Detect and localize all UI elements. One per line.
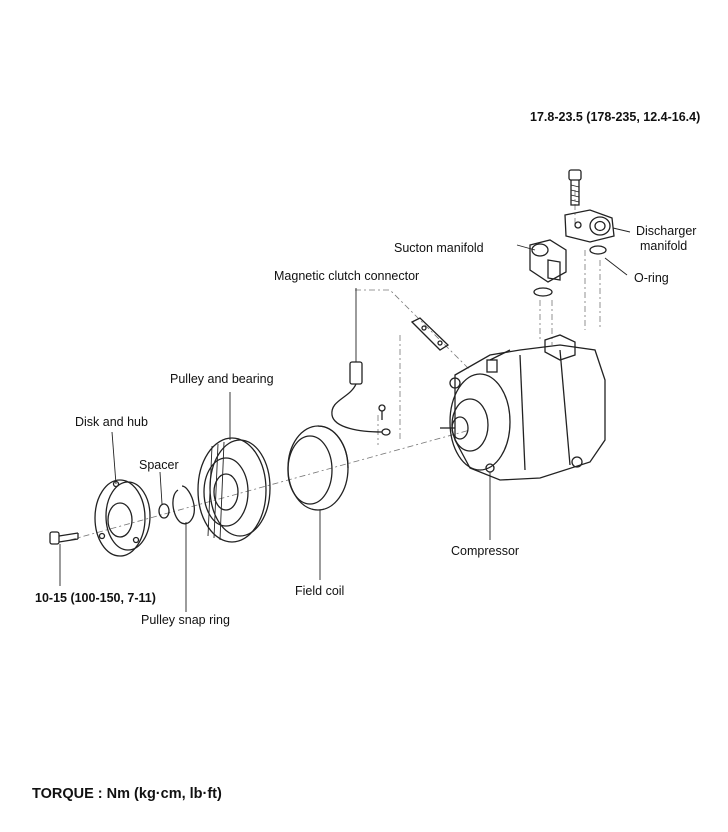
field-coil xyxy=(287,425,349,511)
connector-bracket xyxy=(410,317,450,351)
o-ring-suction xyxy=(533,287,553,297)
field-coil-label: Field coil xyxy=(295,584,345,598)
compressor xyxy=(440,334,606,481)
hub-bolt xyxy=(49,531,79,545)
pulley-and-bearing xyxy=(197,437,271,543)
suction-manifold xyxy=(529,239,567,283)
o-ring-label: O-ring xyxy=(634,271,669,285)
torque-units-footer: TORQUE : Nm (kg·cm, lb·ft) xyxy=(32,786,222,802)
o-ring-discharge xyxy=(589,245,607,255)
leader-lines xyxy=(59,227,631,612)
discharger-manifold-label-2: manifold xyxy=(640,239,688,253)
bolt-torque-label: 10-15 (100-150, 7-11) xyxy=(35,591,156,605)
discharge-torque-label: 17.8-23.5 (178-235, 12.4-16.4) xyxy=(530,110,701,124)
ground-screw xyxy=(378,404,386,420)
disk-and-hub-label: Disk and hub xyxy=(75,415,148,429)
magnetic-clutch-connector-label: Magnetic clutch connector xyxy=(274,269,420,283)
pulley-and-bearing-label: Pulley and bearing xyxy=(170,372,274,386)
pulley-snap-ring xyxy=(172,485,195,525)
suction-manifold-label: Sucton manifold xyxy=(394,241,484,255)
disk-and-hub xyxy=(94,479,151,557)
pulley-snap-ring-label: Pulley snap ring xyxy=(141,613,230,627)
discharge-manifold-bolt xyxy=(568,169,582,206)
compressor-label: Compressor xyxy=(451,544,520,558)
magnetic-clutch-connector xyxy=(331,361,391,436)
spacer-label: Spacer xyxy=(139,458,179,472)
discharger-manifold xyxy=(564,209,615,243)
discharger-manifold-label-1: Discharger xyxy=(636,224,697,238)
spacer xyxy=(158,503,170,519)
